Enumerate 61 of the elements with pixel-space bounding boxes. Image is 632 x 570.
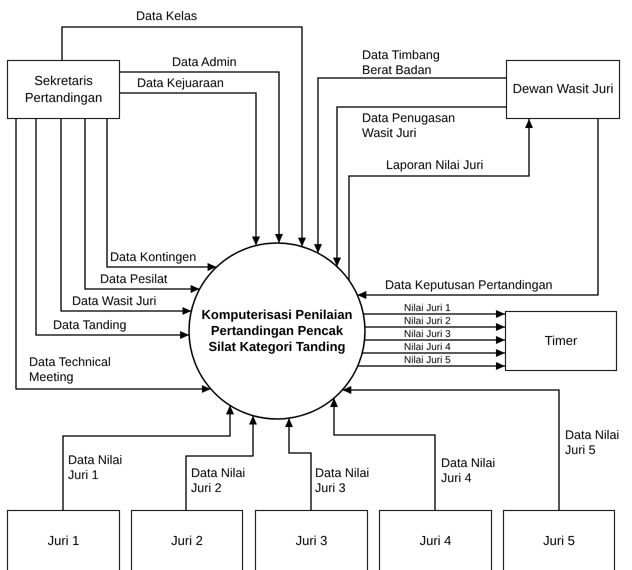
node-label: Juri 5 [543, 532, 575, 550]
external-entity-box [7, 510, 120, 570]
edge-label: Data Pesilat [100, 272, 168, 287]
node-label: Sekretaris Pertandingan [24, 73, 104, 106]
edge-label: Laporan Nilai Juri [386, 158, 484, 173]
node-label: Juri 1 [48, 532, 80, 550]
node-label: Dewan Wasit Juri [512, 81, 614, 98]
arrow [363, 310, 505, 318]
edge-label: Data Penugasan Wasit Juri [362, 111, 456, 141]
edge-label: Nilai Juri 1 [404, 303, 451, 315]
edge-label: Nilai Juri 4 [404, 342, 451, 354]
edge-label: Data Nilai Juri 3 [315, 466, 370, 496]
arrow [285, 418, 312, 510]
external-entity-box [505, 311, 617, 371]
edge-label: Data Kontingen [110, 250, 196, 265]
node-label: Timer [544, 332, 578, 350]
edge-label: Data Tanding [53, 318, 126, 333]
edge-label: Data Admin [172, 55, 237, 70]
node-label: Komputerisasi Penilaian Pertandingan Pencak Silat Kategori Tanding [200, 306, 354, 356]
arrow [185, 416, 257, 510]
external-entity-box [503, 510, 615, 570]
external-entity-box [255, 510, 368, 570]
node-label: Juri 2 [171, 532, 203, 550]
arrow [364, 323, 505, 331]
edge-label: Data Nilai Juri 2 [191, 466, 246, 496]
edge-label: Data Kejuaraan [137, 76, 224, 91]
arrow [60, 119, 192, 315]
arrow [62, 405, 234, 510]
arrow [333, 106, 506, 267]
edge-label: Data Nilai Juri 5 [565, 428, 620, 458]
arrow [358, 362, 505, 370]
arrow [106, 119, 217, 271]
arrow [348, 119, 533, 280]
edge-label: Data Timbang Berat Badan [362, 48, 441, 78]
edge-label: Nilai Juri 5 [404, 355, 451, 367]
arrow [61, 26, 306, 247]
edge-label: Data Keputusan Pertandingan [385, 278, 552, 293]
external-entity-box [379, 510, 492, 570]
edge-label: Data Kelas [136, 9, 198, 24]
arrow [357, 119, 599, 299]
edge-label: Data Nilai Juri 4 [441, 456, 496, 486]
arrow [120, 92, 260, 246]
arrow [362, 349, 505, 357]
external-entity-box [131, 510, 243, 570]
arrow [314, 77, 506, 254]
node-label: Juri 3 [296, 532, 328, 550]
arrow [15, 119, 211, 393]
edge-label: Data Nilai Juri 1 [68, 453, 124, 483]
arrow [364, 336, 505, 344]
external-entity-box [7, 60, 120, 119]
edge-label: Data Technical Meeting [29, 355, 112, 385]
arrow [35, 119, 190, 339]
edge-label: Data Wasit Juri [72, 294, 156, 309]
external-entity-box [506, 60, 620, 119]
arrow [330, 398, 436, 510]
arrow [120, 71, 283, 244]
arrow [84, 119, 200, 293]
node-label: Juri 4 [420, 532, 452, 550]
edge-label: Nilai Juri 3 [404, 329, 451, 341]
arrow [342, 386, 560, 510]
edge-label: Nilai Juri 2 [404, 316, 451, 328]
